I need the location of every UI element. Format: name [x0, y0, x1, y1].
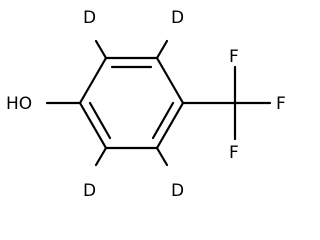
benzene-ring: [78, 56, 185, 150]
fluorine-label-bottom: F: [229, 143, 239, 163]
structure-canvas: HO D D D D F F F: [6, 8, 286, 201]
deuterium-label-bottom-right: D: [171, 181, 184, 201]
bond-c6-d: [94, 146, 108, 167]
ring-bond-c1-c2: [78, 56, 108, 105]
fluorine-label-right: F: [276, 94, 286, 114]
deuterium-label-bottom-left: D: [83, 181, 96, 201]
substituent-bonds: [45, 39, 272, 167]
bond-c3-d: [155, 39, 169, 60]
ring-bond-c6-c1: [78, 101, 108, 150]
hydroxyl-label: HO: [6, 94, 32, 114]
deuterium-label-top-left: D: [83, 8, 96, 28]
deuterium-label-top-right: D: [171, 8, 184, 28]
atom-labels: HO D D D D F F F: [6, 8, 286, 201]
molecule-diagram: HO D D D D F F F: [6, 8, 286, 201]
bond-c5-d: [155, 146, 169, 167]
bond-c2-d: [94, 39, 108, 60]
ring-bond-c4-c5: [155, 101, 185, 150]
ring-double-bond-right: [151, 101, 175, 140]
fluorine-label-top: F: [229, 47, 239, 67]
ring-double-bond-left: [88, 101, 112, 140]
ring-bond-c3-c4: [155, 56, 185, 105]
